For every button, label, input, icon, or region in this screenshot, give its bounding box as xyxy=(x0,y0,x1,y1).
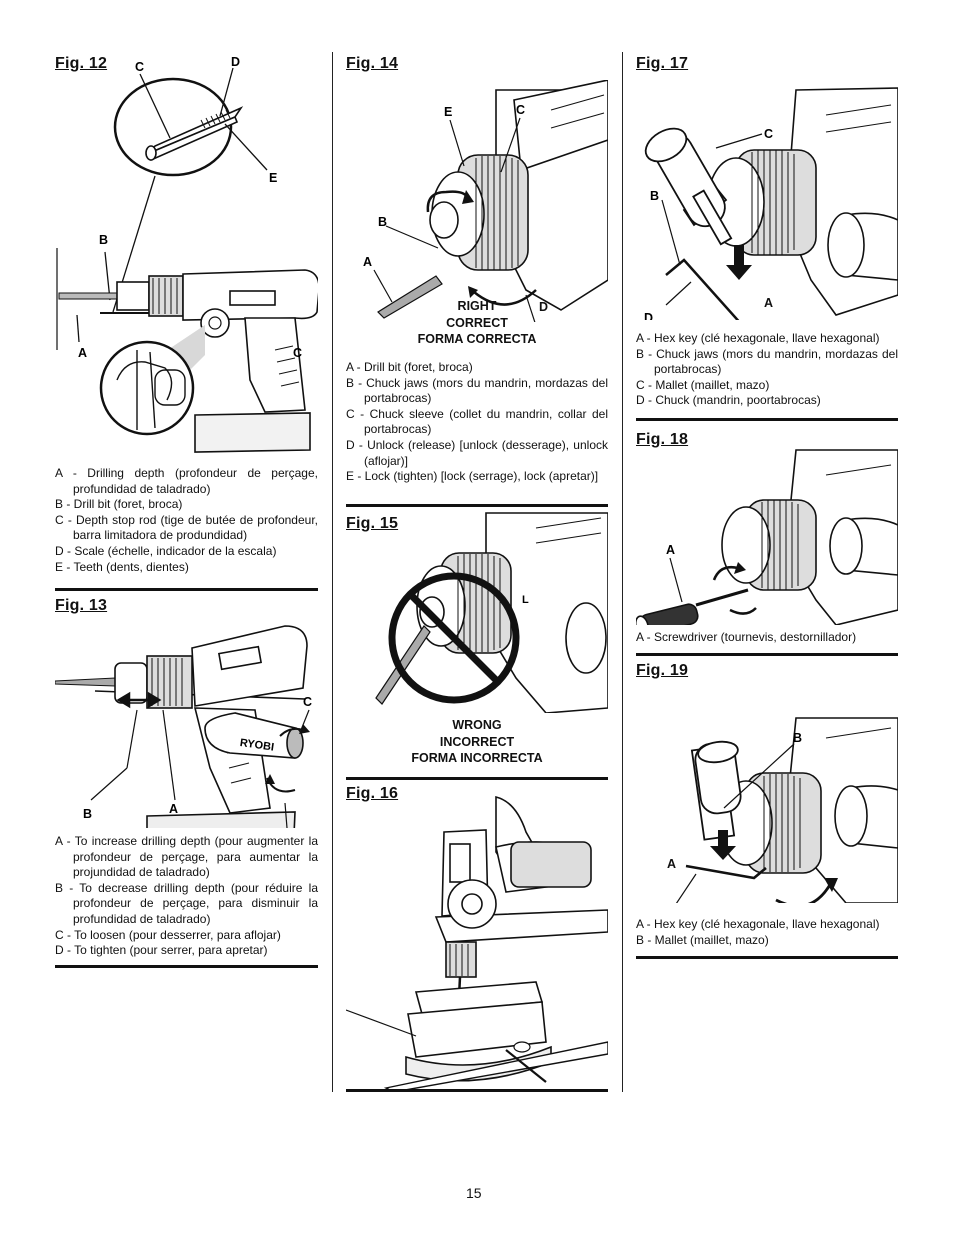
caption-line: CORRECT xyxy=(446,315,508,330)
section-rule xyxy=(636,956,898,959)
fig14-caption: RIGHT CORRECT FORMA CORRECTA xyxy=(346,298,608,348)
caption-line: RIGHT xyxy=(457,299,497,313)
legend-item: D - Unlock (release) [unlock (desserage)… xyxy=(346,437,608,468)
fig17-callout-d: D xyxy=(644,311,653,320)
fig13-callout-c: C xyxy=(303,695,312,709)
fig16-illustration xyxy=(346,795,608,1092)
page-number: 15 xyxy=(466,1185,482,1201)
caption-line: WRONG xyxy=(452,718,502,732)
fig18-illustration: A xyxy=(636,449,898,625)
legend-item: C - Chuck sleeve (collet du mandrin, col… xyxy=(346,406,608,437)
fig18-legend: A - Screwdriver (tournevis, destornillad… xyxy=(636,630,898,646)
fig13-legend: A - To increase drilling depth (pour aug… xyxy=(55,834,318,959)
section-rule xyxy=(636,653,898,656)
section-rule xyxy=(346,504,608,507)
legend-item: C - Mallet (maillet, mazo) xyxy=(636,377,770,392)
legend-item: A - Drill bit (foret, broca) xyxy=(346,360,473,374)
legend-item: B - Chuck jaws (mors du mandrin, mordaza… xyxy=(636,346,898,377)
legend-item: B - Drill bit (foret, broca) xyxy=(55,497,183,512)
fig12-callout-b: B xyxy=(99,233,108,247)
fig15-title: Fig. 15 xyxy=(346,515,399,532)
fig14-callout-c: C xyxy=(516,103,525,117)
legend-item: A - Screwdriver (tournevis, destornillad… xyxy=(636,630,857,644)
legend-item: D - To tighten (pour serrer, para apreta… xyxy=(55,943,268,958)
fig17-callout-c: C xyxy=(764,127,773,141)
fig12-title: Fig. 12 xyxy=(55,55,108,72)
fig15-dial-mark: L xyxy=(522,594,529,606)
legend-item: B - Mallet (maillet, mazo) xyxy=(636,932,769,947)
fig12-callout-d: D xyxy=(231,55,240,69)
legend-item: B - To decrease drilling depth (pour réd… xyxy=(55,880,318,926)
section-rule xyxy=(346,777,608,780)
section-rule xyxy=(55,588,318,591)
fig17-illustration: C B D xyxy=(644,87,898,320)
legend-item: A - Hex key (clé hexagonale, llave hexag… xyxy=(636,917,880,931)
fig13-callout-a: A xyxy=(169,802,178,816)
fig18-title: Fig. 18 xyxy=(636,431,689,448)
fig13-callout-b: B xyxy=(83,807,92,821)
fig12-legend: A - Drilling depth (profondeur de perçag… xyxy=(55,466,318,575)
fig19-legend: A - Hex key (clé hexagonale, llave hexag… xyxy=(636,917,898,948)
fig17-callout-b: B xyxy=(650,189,659,203)
fig17-callout-a: A xyxy=(764,296,774,310)
fig19-callout-b: B xyxy=(793,731,802,745)
fig12-callout-c-lower: C xyxy=(293,346,302,360)
fig14-callout-a: A xyxy=(363,255,372,269)
fig14-title: Fig. 14 xyxy=(346,55,399,72)
fig19-callout-a: A xyxy=(667,857,677,871)
fig17-legend: A - Hex key (clé hexagonale, llave hexag… xyxy=(636,331,898,409)
fig12-callout-a: A xyxy=(78,346,87,360)
legend-item: A - To increase drilling depth (pour aug… xyxy=(55,834,318,880)
legend-item: D - Chuck (mandrin, poortabrocas) xyxy=(636,393,821,408)
legend-item: E - Lock (tighten) [lock (serrage), lock… xyxy=(346,469,599,484)
caption-line: INCORRECT xyxy=(439,734,515,749)
fig18-callout-a: A xyxy=(666,543,675,557)
fig14-callout-d: D xyxy=(539,300,549,314)
legend-item: E - Teeth (dents, dientes) xyxy=(55,559,189,574)
fig12-callout-e: E xyxy=(269,171,277,185)
fig13-title: Fig. 13 xyxy=(55,597,108,614)
legend-item: A - Hex key (clé hexagonale, llave hexag… xyxy=(636,331,880,345)
fig19-illustration: B xyxy=(675,717,898,903)
fig12-illustration: C D E B A C xyxy=(56,55,318,453)
legend-item: B - Chuck jaws (mors du mandrin, mordaza… xyxy=(346,375,608,406)
section-rule xyxy=(55,965,318,968)
section-rule xyxy=(636,418,898,421)
section-rule xyxy=(346,1089,608,1092)
caption-line: FORMA INCORRECTA xyxy=(411,751,543,765)
fig17-title: Fig. 17 xyxy=(636,55,689,72)
fig14-callout-b: B xyxy=(378,215,387,229)
caption-line: FORMA CORRECTA xyxy=(417,332,537,346)
legend-item: C - Depth stop rod (tige de butée de pro… xyxy=(55,512,318,543)
fig16-title: Fig. 16 xyxy=(346,785,399,802)
column-separator-right xyxy=(622,52,623,1092)
fig14-legend: A - Drill bit (foret, broca) B - Chuck j… xyxy=(346,360,608,485)
fig14-illustration: E C B A xyxy=(363,80,608,322)
legend-item: D - Scale (échelle, indicador de la esca… xyxy=(55,543,277,558)
fig19-title: Fig. 19 xyxy=(636,662,689,679)
column-separator-left xyxy=(332,52,333,1092)
fig15-illustration: L xyxy=(375,512,608,713)
fig13-illustration: RYOBI B A C D xyxy=(55,625,312,828)
fig14-callout-e: E xyxy=(444,105,452,119)
fig12-callout-c: C xyxy=(135,60,144,74)
fig15-caption: WRONG INCORRECT FORMA INCORRECTA xyxy=(346,717,608,767)
legend-item: A - Drilling depth (profondeur de perçag… xyxy=(55,466,318,496)
fig13-brand-logo: RYOBI xyxy=(239,737,275,754)
legend-item: C - To loosen (pour desserrer, para aflo… xyxy=(55,927,281,942)
